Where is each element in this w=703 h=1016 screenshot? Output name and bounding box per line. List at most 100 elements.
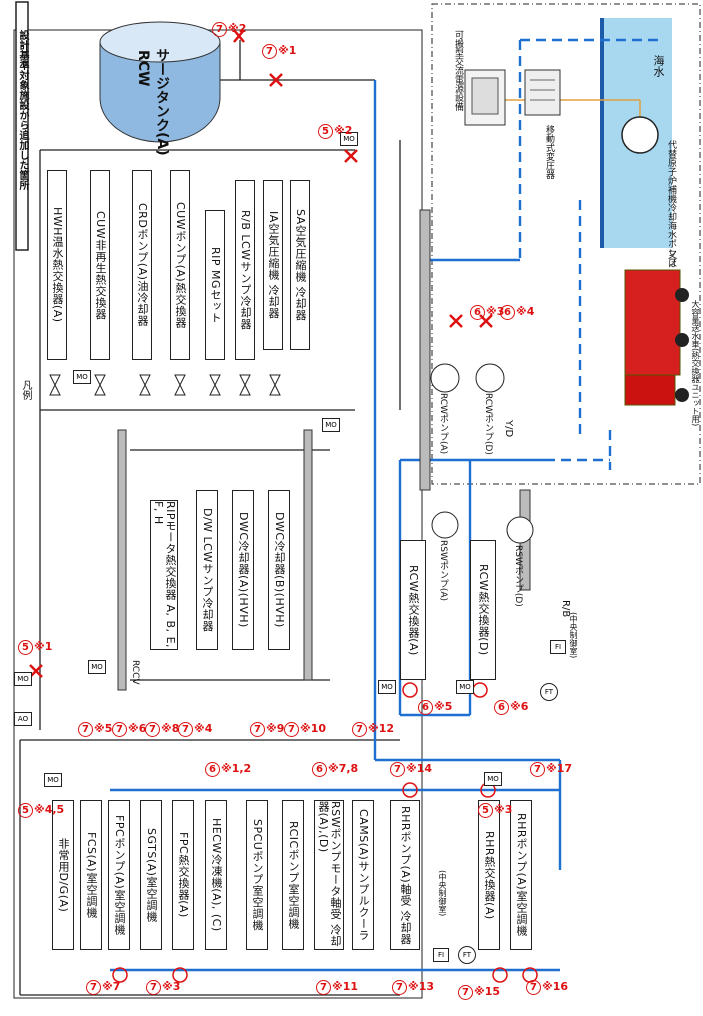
sea-label: 海水 bbox=[652, 55, 665, 77]
mo-valve-9: MO bbox=[484, 772, 502, 786]
marker-7-6: 7※6 bbox=[112, 722, 146, 737]
black-piping bbox=[19, 40, 401, 996]
marker-7-2: 7※2 bbox=[212, 22, 246, 37]
mo-valve-6: MO bbox=[44, 773, 62, 787]
rcw-pump-a-label: RCWポンプ(A) bbox=[438, 393, 448, 455]
marker-6-12: 6※1,2 bbox=[205, 762, 251, 777]
hx-mid-4: DWC冷却器(B)(HVH) bbox=[268, 490, 290, 650]
legend-added-note: 設計基準対象施設から追加した箇所 bbox=[17, 30, 28, 190]
mo-valve-4: MO bbox=[88, 660, 106, 674]
marker-7-9: 7※9 bbox=[250, 722, 284, 737]
alt-seawater-pump-icon bbox=[621, 116, 659, 154]
valve-set bbox=[49, 374, 281, 396]
hx-top-7: IA空気圧縮機 冷却器 bbox=[263, 180, 283, 350]
hx-bot-9: RSWポンプモータ軸受 冷却器(A),(D) bbox=[314, 800, 344, 950]
rsw-pump-a-icon bbox=[431, 511, 459, 539]
rccv-wall-right bbox=[303, 429, 313, 681]
mo-valve-2: MO bbox=[73, 370, 91, 384]
marker-5-45: 5※4,5 bbox=[18, 803, 64, 818]
power-unit-icon bbox=[464, 69, 506, 126]
marker-6-3: 6※3 bbox=[470, 305, 504, 320]
rcw-pump-d-icon bbox=[475, 363, 505, 393]
marker-6-6: 6※6 bbox=[494, 700, 528, 715]
marker-5-1: 5※1 bbox=[18, 640, 52, 655]
hx-bot-5: FPC熱交換器(A) bbox=[172, 800, 194, 950]
legend-title: 凡例 bbox=[20, 380, 31, 400]
marker-7-5: 7※5 bbox=[78, 722, 112, 737]
marker-7-17: 7※17 bbox=[530, 762, 572, 777]
hx-mid-3: DWC冷却器(A)(HVH) bbox=[232, 490, 254, 650]
mo-valve-7: MO bbox=[378, 680, 396, 694]
legend-box bbox=[15, 1, 29, 251]
marker-7-4: 7※4 bbox=[178, 722, 212, 737]
mo-valve-3: MO bbox=[322, 418, 340, 432]
marker-5-3: 5※3 bbox=[478, 803, 512, 818]
central-control-1: (中央制御室) bbox=[569, 612, 578, 659]
mo-valve-8: MO bbox=[456, 680, 474, 694]
alt-pump-label: 代替原子炉補機冷却海水ポンプ bbox=[666, 140, 676, 266]
hx-mid-1: RIPモータ熱交換器 A, B, E, F, H bbox=[150, 500, 178, 650]
hx-bot-3: FPCポンプ(A)室空調機 bbox=[108, 800, 130, 950]
water-truck-icon bbox=[624, 269, 689, 406]
transformer-icon bbox=[524, 69, 561, 116]
rsw-pump-d-icon bbox=[506, 516, 534, 544]
flow-transmitter-2: FT bbox=[458, 946, 476, 964]
hx-top-1: HWH温水熱交換器(A) bbox=[47, 170, 67, 360]
hx-bot-10: CAMS(A)サンプルクーラ bbox=[352, 800, 374, 950]
yd-label: Y/D bbox=[503, 420, 514, 438]
hx-bot-1: 非常用D/G(A) bbox=[52, 800, 74, 950]
central-control-2: (中央制御室) bbox=[438, 870, 447, 917]
marker-7-14: 7※14 bbox=[390, 762, 432, 777]
hx-top-6: R/B LCWサンプ冷却器 bbox=[235, 180, 255, 360]
hx-bot-11: RHRポンプ(A)軸受 冷却器 bbox=[390, 800, 420, 950]
marker-7-1: 7※1 bbox=[262, 44, 296, 59]
rccv-wall bbox=[117, 429, 127, 691]
marker-6-5: 6※5 bbox=[418, 700, 452, 715]
hx-top-3: CRDポンプ(A)油冷却器 bbox=[132, 170, 152, 360]
tank-label-2: サージタンク(A) bbox=[154, 48, 170, 156]
marker-5-2: 5※2 bbox=[318, 124, 352, 139]
yd-wall bbox=[419, 209, 431, 491]
rccv-label: RCCV bbox=[130, 660, 140, 685]
or-label: 又は bbox=[666, 250, 676, 268]
hx-bot-7: SPCUポンプ室空調機 bbox=[246, 800, 268, 950]
rsw-pump-d-label: RSWポンプ(D) bbox=[513, 545, 523, 607]
rcw-pump-d-label: RCWポンプ(D) bbox=[483, 393, 493, 455]
mo-valve-5: MO bbox=[14, 672, 32, 686]
marker-6-78: 6※7,8 bbox=[312, 762, 358, 777]
ao-valve: AO bbox=[14, 712, 32, 726]
truck-label: 大容量送水車(熱交換器ユニット用) bbox=[691, 300, 700, 427]
flow-indicator-2: FI bbox=[433, 948, 449, 962]
hx-bot-4: SGTS(A)室空調機 bbox=[140, 800, 162, 950]
rcw-hx-d: RCW熱交換器(D) bbox=[470, 540, 496, 680]
rcw-pump-a-icon bbox=[430, 363, 460, 393]
hx-bot-2: FCS(A)室空調機 bbox=[80, 800, 102, 950]
marker-7-8: 7※8 bbox=[145, 722, 179, 737]
tank-label-1: RCW bbox=[135, 50, 151, 87]
hx-bot-13: RHRポンプ(A)室空調機 bbox=[510, 800, 532, 950]
marker-6-4: 6※4 bbox=[500, 305, 534, 320]
hx-bot-12: RHR熱交換器(A) bbox=[478, 800, 500, 950]
hx-top-5: RIP MGセット bbox=[205, 210, 225, 360]
marker-7-10: 7※10 bbox=[284, 722, 326, 737]
power-label: 可搬型交流電源設備 bbox=[453, 30, 463, 111]
hx-bot-6: HECW冷凍機(A), (C) bbox=[205, 800, 227, 950]
transformer-label: 移動式変圧器 bbox=[544, 125, 554, 179]
rsw-pump-a-label: RSWポンプ(A) bbox=[438, 540, 448, 602]
marker-7-12: 7※12 bbox=[352, 722, 394, 737]
marker-7-11: 7※11 bbox=[316, 980, 358, 995]
rcw-hx-a: RCW熱交換器(A) bbox=[400, 540, 426, 680]
rcw-surge-tank bbox=[99, 21, 221, 143]
flow-transmitter-1: FT bbox=[540, 683, 558, 701]
rb-label: R/B bbox=[560, 600, 571, 618]
hx-mid-2: D/W LCWサンプ冷却器 bbox=[196, 490, 218, 650]
isolated-valve-marks bbox=[29, 29, 493, 678]
marker-7-3: 7※3 bbox=[146, 980, 180, 995]
hx-top-4: CUWポンプ(A)熱交換器 bbox=[170, 170, 190, 360]
mo-valve-1: MO bbox=[340, 132, 358, 146]
marker-7-15: 7※15 bbox=[458, 985, 500, 1000]
hx-top-2: CUW非再生熱交換器 bbox=[90, 170, 110, 360]
marker-7-13: 7※13 bbox=[392, 980, 434, 995]
flow-indicator-1: FI bbox=[550, 640, 566, 654]
marker-7-7: 7※7 bbox=[86, 980, 120, 995]
